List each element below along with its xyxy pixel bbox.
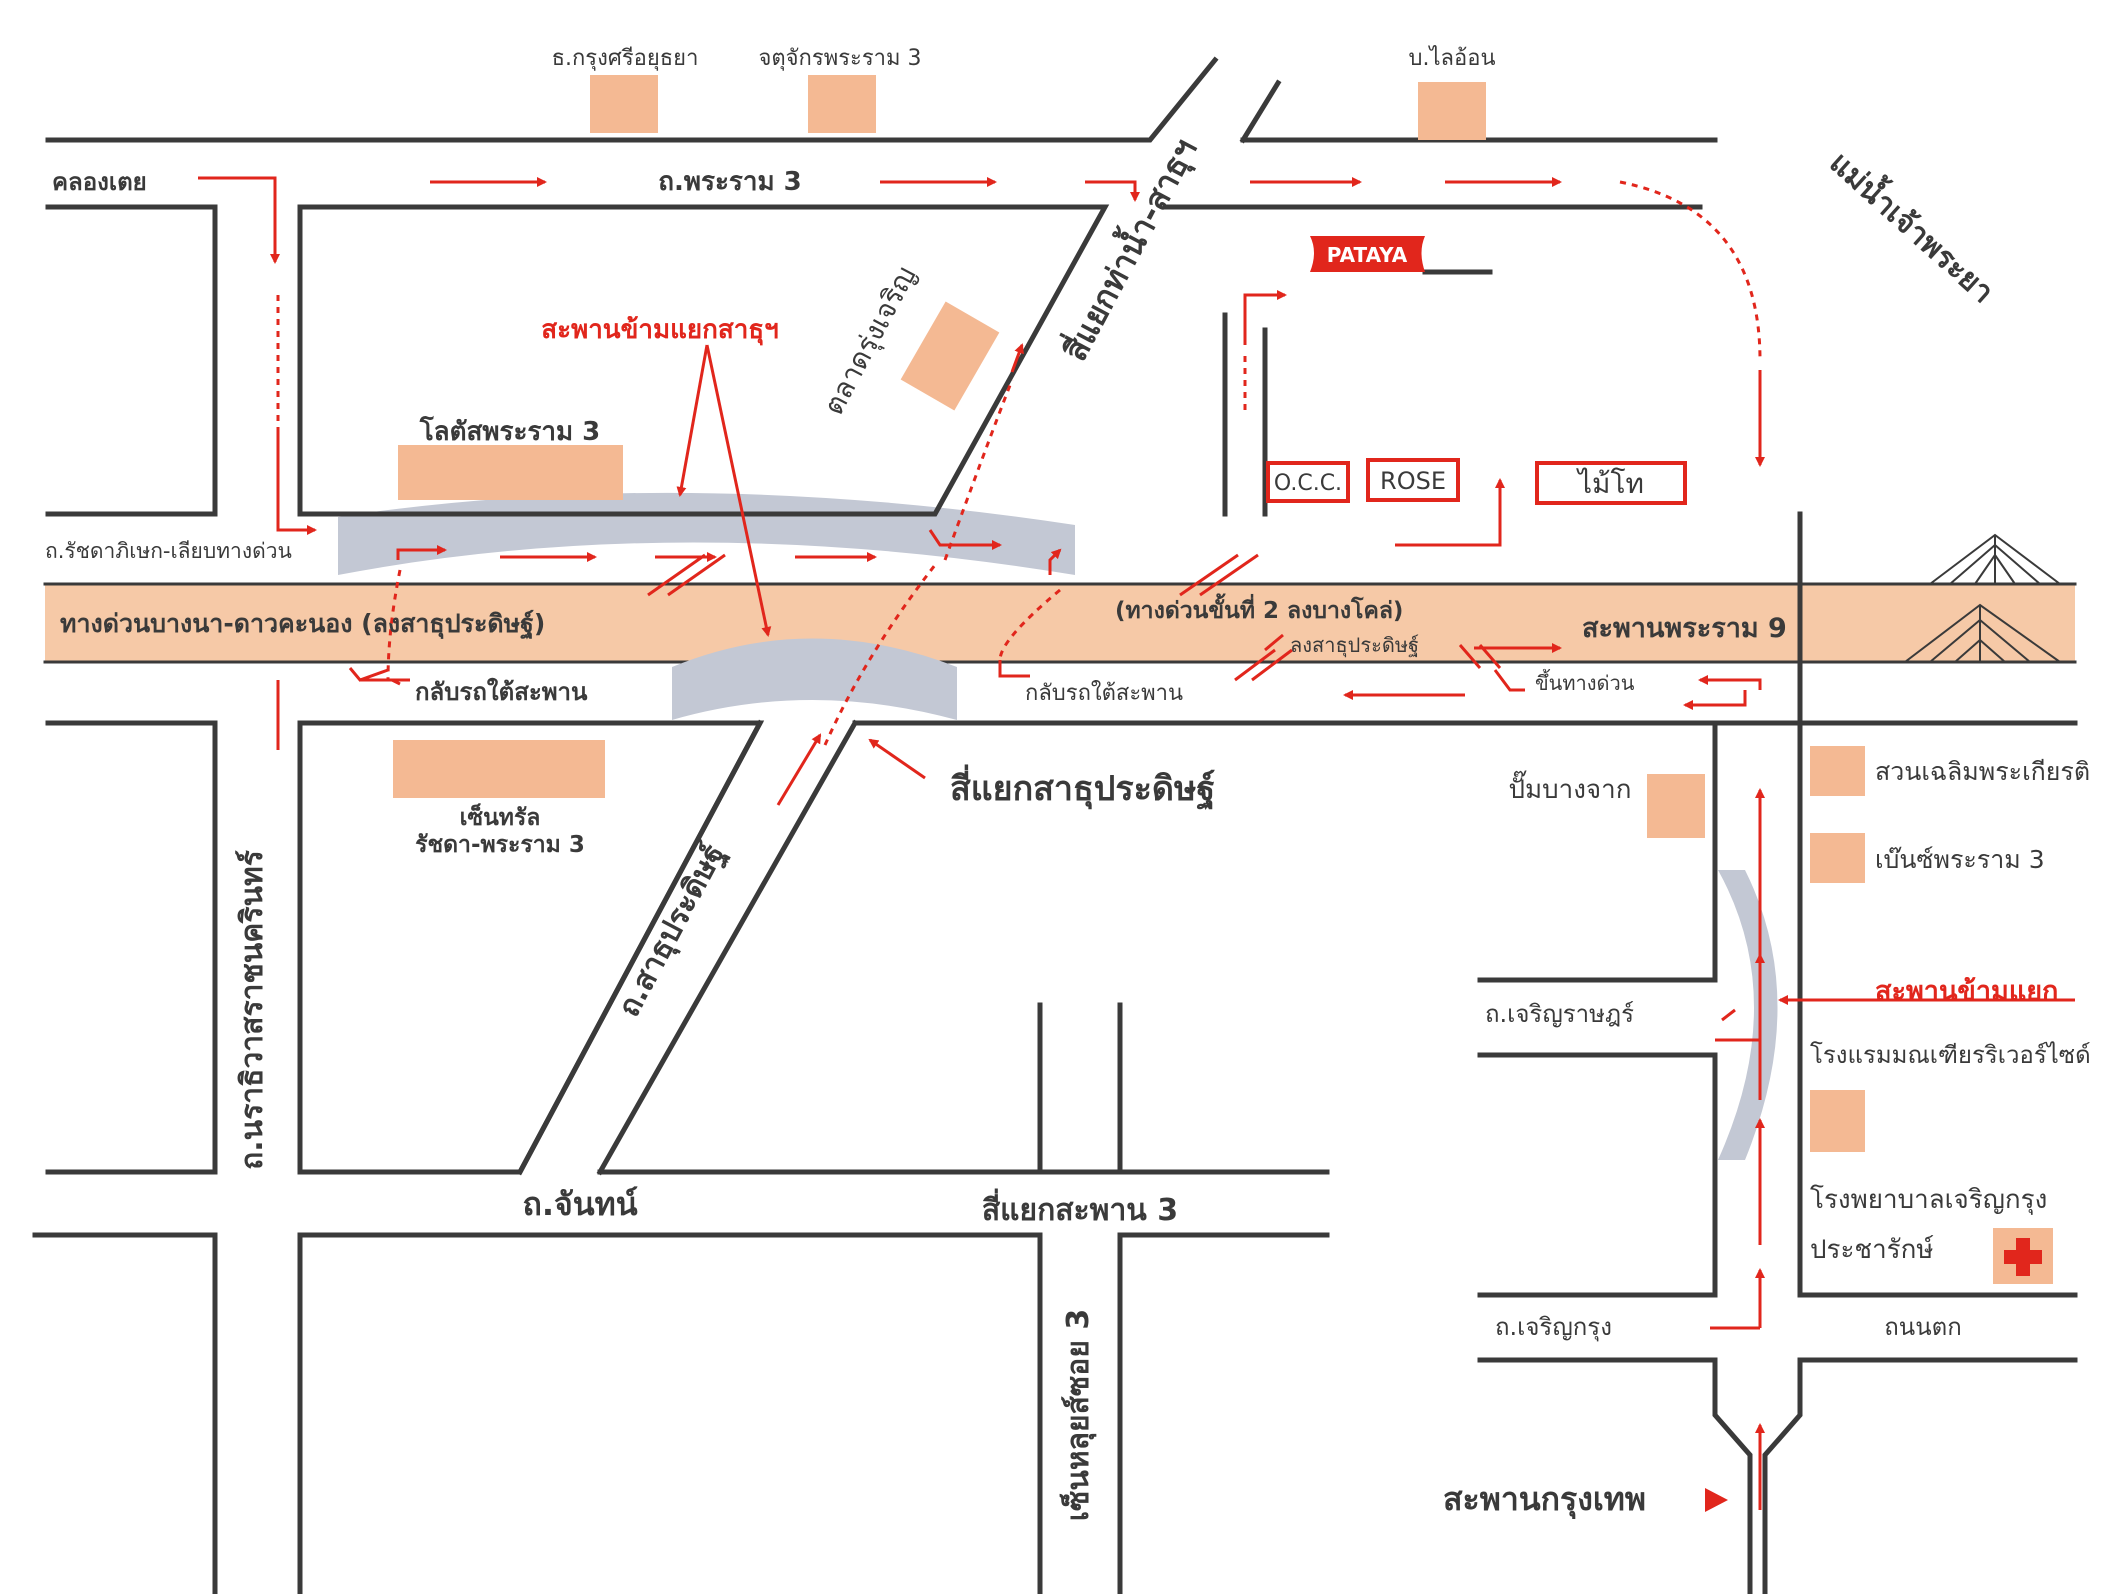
jatujak-label: จตุจักรพระราม 3 [758,46,921,71]
lotus-label: โลตัสพระราม 3 [419,415,601,447]
sathu-junction-label: สี่แยกสาธุประดิษฐ์ [950,764,1215,811]
u-turn-right-label: กลับรถใต้สะพาน [1025,680,1183,706]
park-building [1810,746,1865,796]
jatujak-building [808,75,876,133]
central-label-1: เซ็นทรัล [460,802,541,831]
charoen-krung-label: ถ.เจริญกรุง [1495,1313,1612,1342]
central-building [393,740,605,798]
route-arrows [198,176,2075,1510]
flyover-sathu-upper [338,492,1075,575]
krungthep-arrow-icon [1705,1488,1728,1512]
rama9-bridge-label: สะพานพระราม 9 [1582,613,1787,644]
pump-building [1647,774,1705,838]
rama3-label: ถ.พระราม 3 [658,167,802,197]
chaophraya-label: แม่น้ำเจ้าพระยา [1823,141,2005,310]
talad-building [900,301,1000,411]
krungsri-building [590,75,658,133]
talad-label: ตลาดรุ่งเจริญ [817,261,923,421]
central-label-2: รัชดา-พระราม 3 [415,832,585,858]
charoen-rat-label: ถ.เจริญราษฎร์ [1485,1000,1634,1028]
expressway-label: ทางด่วนบางนา-ดาวคะนอง (ลงสาธุประดิษฐ์) [60,609,545,640]
hospital-label-1: โรงพยาบาลเจริญกรุง [1810,1184,2047,1215]
tha-nam-sathu-label: สี่แยกท่าน้ำ-สาธุฯ [1051,130,1206,368]
down-sathu-label: ลงสาธุประดิษฐ์ [1290,633,1419,658]
lion-label: บ.ไลอ้อน [1409,45,1496,71]
narathiwat-label: ถ.นราธิวาสราชนครินทร์ [235,850,270,1170]
expressway-stage2-label: (ทางด่วนขั้นที่ 2 ลงบางโคล่) [1115,593,1403,624]
flyover-sathu-label: สะพานข้ามแยกสาธุฯ [541,315,779,346]
benz-building [1810,833,1865,883]
u-turn-left-label: กลับรถใต้สะพาน [415,677,588,706]
menam-building [1810,1090,1865,1152]
lion-building [1418,82,1486,140]
flyover-sathu-lower [672,638,957,720]
ratchada-label: ถ.รัชดาภิเษก-เลียบทางด่วน [45,539,292,563]
benz-label: เบ๊นซ์พระราม 3 [1875,845,2045,874]
pataya-logo: PATAYA [1310,236,1425,272]
lotus-building [398,445,623,500]
occ-box [1266,461,1350,503]
occ-label: O.C.C. [1274,471,1342,496]
pump-label: ปั๊มบางจาก [1508,770,1631,805]
maitho-box [1535,461,1687,505]
maitho-label: ไม้โท [1576,467,1644,500]
krungthep-bridge-label: สะพานกรุงเทพ [1443,1480,1646,1520]
rose-box [1366,458,1460,502]
menam-label: โรงแรมมณเฑียรริเวอร์ไซด์ [1810,1041,2091,1069]
khlong-toei-label: คลองเตย [52,168,147,196]
flyover-label: สะพานข้ามแยก [1875,976,2058,1007]
chan-road-label: ถ.จันทน์ [522,1185,637,1223]
krungsri-label: ธ.กรุงศรีอยุธยา [552,46,699,71]
seng-soi3-label: เซ็นหลุยส์ซอย 3 [1059,1309,1097,1521]
sathu-road-label: ถ.สาธุประดิษฐ์ [612,838,734,1023]
flyover-rama3-south [1718,870,1778,1160]
thanon-tok-label: ถนนตก [1884,1313,1961,1341]
up-expressway-label: ขึ้นทางด่วน [1535,669,1635,695]
pataya-label: PATAYA [1327,243,1408,267]
park-label: สวนเฉลิมพระเกียรติ [1875,757,2090,786]
rose-label: ROSE [1380,467,1446,495]
rama9-bridge-icon [1904,533,2075,663]
hospital-label-2: ประชารักษ์ [1810,1235,1934,1265]
saphan3-label: สี่แยกสะพาน 3 [982,1188,1178,1228]
red-cross-icon [2004,1238,2042,1276]
expressway-band [45,584,2075,662]
